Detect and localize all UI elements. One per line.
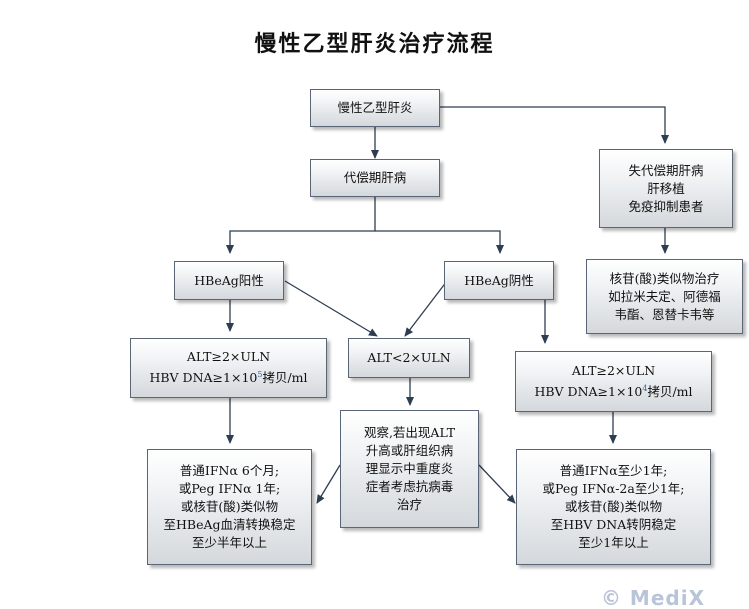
hbv-dna-threshold-positive: HBV DNA≥1×105拷贝/ml: [149, 370, 308, 386]
node-compensated-liver-disease: 代偿期肝病: [310, 159, 440, 197]
edge-split-to-hbeag-negative: [375, 230, 504, 254]
node-hbeag-negative: HBeAg阴性: [444, 261, 554, 300]
node-alt-low: ALT<2×ULN: [348, 338, 470, 378]
edge-chb-to-decompensated: [440, 106, 669, 144]
node-nucleoside-therapy: 核苷(酸)类似物治疗 如拉米夫定、阿德福 韦酯、恩替卡韦等: [586, 259, 743, 334]
edge-compensated-split: [226, 197, 376, 254]
edge-hbeag-negative-to-alt-low: [404, 280, 448, 337]
node-observe: 观察,若出现ALT 升高或肝组织病 理显示中重度炎 症者考虑抗病毒 治疗: [340, 410, 479, 528]
node-chronic-hepatitis-b: 慢性乙型肝炎: [310, 89, 440, 127]
edge-hbeag-positive-to-alt-low: [284, 280, 378, 337]
node-alt-high-hbeag-negative: ALT≥2×ULN HBV DNA≥1×104拷贝/ml: [515, 351, 712, 412]
node-decompensated-transplant-immunosuppressed: 失代偿期肝病 肝移植 免疫抑制患者: [599, 149, 733, 228]
node-treatment-hbeag-negative: 普通IFNα至少1年; 或Peg IFNα-2a至少1年; 或核苷(酸)类似物 …: [516, 449, 711, 565]
hbv-dna-threshold-negative: HBV DNA≥1×104拷贝/ml: [534, 383, 693, 400]
edge-observe-to-treatment-negative: [478, 464, 516, 504]
medix-watermark: © MediX: [600, 586, 705, 609]
node-hbeag-positive: HBeAg阳性: [174, 261, 284, 300]
edge-observe-to-treatment-positive: [316, 464, 341, 504]
diagram-title: 慢性乙型肝炎治疗流程: [254, 31, 495, 57]
node-treatment-hbeag-positive: 普通IFNα 6个月; 或Peg IFNα 1年; 或核苷(酸)类似物 至HBe…: [147, 449, 312, 565]
node-alt-high-hbeag-positive: ALT≥2×ULN HBV DNA≥1×105拷贝/ml: [130, 338, 327, 398]
